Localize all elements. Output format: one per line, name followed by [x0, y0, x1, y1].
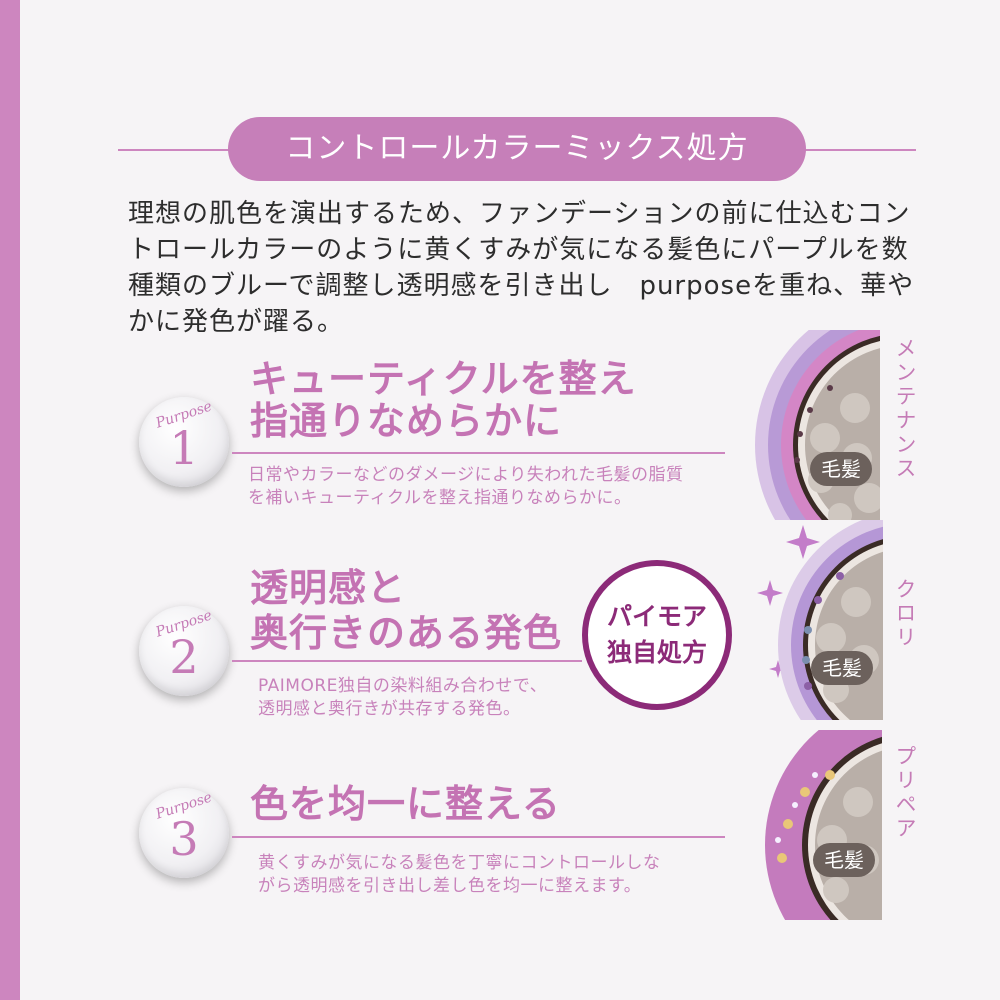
purpose-1-desc-line-2: を補いキューティクルを整え指通りなめらかに。: [248, 488, 632, 508]
hair-label: 毛髪: [821, 457, 861, 481]
side-accent-bar: [0, 0, 20, 1000]
purpose-2-title-line-1: 透明感と: [250, 566, 407, 610]
original-formula-badge: パイモア 独自処方: [582, 560, 732, 710]
purpose-2-title-line-2: 奥行きのある発色: [250, 611, 563, 655]
prepare-label: プリペア: [893, 745, 917, 841]
purpose-2-desc-line-1: PAIMORE独自の染料組み合わせで、: [258, 676, 548, 696]
header-line-left: [118, 149, 230, 151]
hair-illustration-clear: 毛髪: [757, 520, 883, 720]
purpose-1-title-line-1: キューティクルを整え: [250, 357, 637, 401]
clear-label: クロリ: [893, 578, 917, 650]
hair-illustration-maintenance: 毛髪: [755, 330, 880, 520]
purpose-2-badge: Purpose 2: [139, 606, 229, 696]
purpose-3-desc-line-1: 黄くすみが気になる髪色を丁寧にコントロールしな: [258, 853, 661, 873]
purpose-3-title: 色を均一に整える: [250, 782, 561, 826]
intro-text: 理想の肌色を演出するため、ファンデーションの前に仕込むコントロールカラーのように…: [128, 199, 915, 337]
original-formula-line-2: 独自処方: [606, 638, 707, 667]
hair-illustration-prepare: 毛髪: [765, 730, 882, 920]
purpose-3-badge: Purpose 3: [139, 788, 229, 878]
purpose-1-desc-line-1: 日常やカラーなどのダメージにより失われた毛髪の脂質: [248, 465, 684, 485]
hair-label: 毛髪: [824, 848, 864, 872]
purpose-3-desc-line-2: がら透明感を引き出し差し色を均一に整えます。: [258, 876, 642, 896]
purpose-2-desc-line-2: 透明感と奥行きが共存する発色。: [258, 699, 521, 719]
section-title: コントロールカラーミックス処方: [228, 117, 806, 181]
hair-label: 毛髪: [822, 656, 862, 680]
maintenance-label: メンテナンス: [893, 337, 917, 481]
purpose-1-title-line-2: 指通りなめらかに: [250, 399, 563, 443]
purpose-2-rule: [232, 660, 582, 662]
purpose-number: 2: [169, 630, 199, 684]
original-formula-line-1: パイモア: [606, 602, 707, 631]
purpose-number: 3: [169, 812, 199, 866]
purpose-1-rule: [232, 452, 725, 454]
purpose-1-badge: Purpose 1: [139, 397, 229, 487]
header-line-right: [804, 149, 916, 151]
purpose-3-rule: [232, 836, 725, 838]
purpose-number: 1: [169, 421, 199, 475]
